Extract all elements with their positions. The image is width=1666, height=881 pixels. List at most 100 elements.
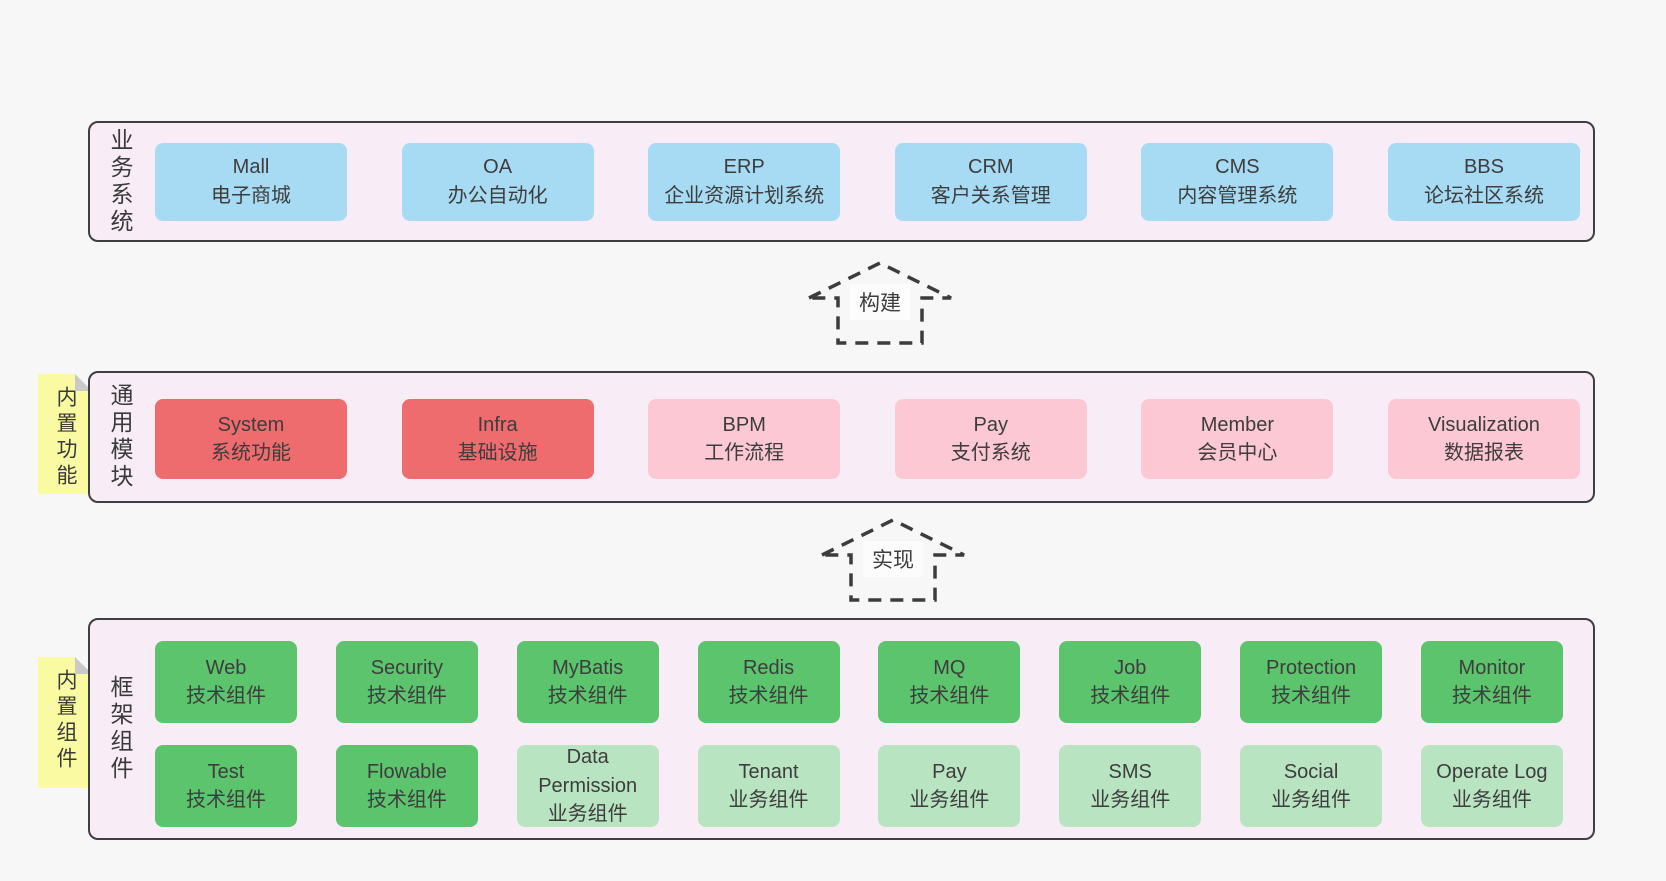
box-sms: SMS 业务组件 xyxy=(1059,745,1202,827)
box-title: Security xyxy=(370,656,443,679)
box-job: Job 技术组件 xyxy=(1059,641,1202,723)
box-subtitle: 技术组件 xyxy=(728,685,809,707)
box-mq: MQ 技术组件 xyxy=(878,641,1021,723)
box-title: BBS xyxy=(1463,156,1504,179)
box-subtitle: 基础设施 xyxy=(457,442,538,464)
arrow-implement-label: 实现 xyxy=(872,549,914,572)
box-crm: CRM 客户关系管理 xyxy=(894,142,1087,221)
box-bpm: BPM 工作流程 xyxy=(648,399,841,479)
box-title: Mall xyxy=(232,156,270,179)
box-subtitle: 客户关系管理 xyxy=(930,184,1051,207)
box-title: System xyxy=(217,413,285,436)
arrow-build-label: 构建 xyxy=(859,292,901,315)
box-cms: CMS 内容管理系统 xyxy=(1141,142,1334,221)
box-subtitle: 技术组件 xyxy=(186,789,266,811)
framework-box-row-1: Web 技术组件 Security 技术组件 MyBatis 技术组件 Redi… xyxy=(155,641,1563,723)
panel-label-framework-components: 框架组件 xyxy=(107,675,133,783)
arrow-implement: 实现 xyxy=(821,518,965,602)
panel-label-common-modules: 通用模块 xyxy=(107,383,133,491)
box-title: Tenant xyxy=(738,760,799,783)
box-subtitle: 业务组件 xyxy=(909,789,990,811)
box-visualization: Visualization 数据报表 xyxy=(1387,399,1580,479)
box-subtitle: 办公自动化 xyxy=(447,184,548,207)
box-protection: Protection 技术组件 xyxy=(1240,641,1383,723)
sticky-note-builtin-components-label: 内置组件 xyxy=(54,669,77,773)
box-system: System 系统功能 xyxy=(155,399,347,479)
box-redis: Redis 技术组件 xyxy=(697,641,840,723)
box-oa: OA 办公自动化 xyxy=(401,142,594,221)
panel-label-business-systems: 业务系统 xyxy=(107,127,133,236)
box-title: Monitor xyxy=(1458,656,1526,679)
box-subtitle: 技术组件 xyxy=(1271,685,1352,707)
box-subtitle: 企业资源计划系统 xyxy=(664,184,825,207)
box-subtitle: 数据报表 xyxy=(1443,442,1524,464)
box-title: Social xyxy=(1283,760,1339,783)
sticky-note-builtin-features-label: 内置功能 xyxy=(54,386,77,490)
box-data-permission: Data Permission 业务组件 xyxy=(516,745,659,827)
box-subtitle: 内容管理系统 xyxy=(1177,184,1298,207)
box-title: Web xyxy=(205,656,247,679)
box-title: Pay xyxy=(973,413,1009,436)
box-member: Member 会员中心 xyxy=(1141,399,1334,479)
framework-box-row-2: Test 技术组件 Flowable 技术组件 Data Permission … xyxy=(155,745,1563,827)
box-title: Test xyxy=(207,760,245,783)
arrow-build-outline xyxy=(808,261,952,345)
box-subtitle: 技术组件 xyxy=(186,685,266,707)
box-title: Protection xyxy=(1266,656,1357,679)
box-erp: ERP 企业资源计划系统 xyxy=(648,142,841,221)
box-title: Visualization xyxy=(1428,413,1540,436)
box-subtitle: 系统功能 xyxy=(211,442,291,464)
box-subtitle: 会员中心 xyxy=(1197,442,1278,464)
box-flowable: Flowable 技术组件 xyxy=(335,745,478,827)
box-pay-system: Pay 支付系统 xyxy=(894,399,1087,479)
box-title: Operate Log xyxy=(1436,760,1548,783)
panel-framework-components: 框架组件 Web 技术组件 Security 技术组件 MyBatis 技术组件… xyxy=(88,618,1595,840)
box-title: MyBatis xyxy=(552,656,624,679)
box-mybatis: MyBatis 技术组件 xyxy=(516,641,659,723)
box-subtitle: 工作流程 xyxy=(704,442,785,464)
box-title: Job xyxy=(1114,656,1147,679)
box-title: ERP xyxy=(723,156,765,179)
box-subtitle: 技术组件 xyxy=(547,685,628,707)
sticky-note-builtin-features: 内置功能 xyxy=(38,374,92,494)
box-subtitle: 业务组件 xyxy=(1271,789,1352,811)
box-pay-component: Pay 业务组件 xyxy=(878,745,1021,827)
box-mall: Mall 电子商城 xyxy=(155,142,347,221)
arrow-implement-label-bg xyxy=(863,541,923,577)
box-title: Member xyxy=(1200,413,1275,436)
panel-business-systems: 业务系统 Mall 电子商城 OA 办公自动化 ERP 企业资源计划系统 CRM… xyxy=(88,121,1595,242)
box-subtitle: 技术组件 xyxy=(366,789,447,811)
box-subtitle: 论坛社区系统 xyxy=(1423,184,1544,207)
box-subtitle: 业务组件 xyxy=(547,803,628,826)
box-title: SMS xyxy=(1108,760,1152,783)
modules-box-row: System 系统功能 Infra 基础设施 BPM 工作流程 Pay 支付系统… xyxy=(155,399,1580,479)
box-subtitle: 技术组件 xyxy=(1451,685,1532,707)
box-monitor: Monitor 技术组件 xyxy=(1420,641,1563,723)
box-social: Social 业务组件 xyxy=(1240,745,1383,827)
box-title: MQ xyxy=(933,656,966,679)
box-subtitle: 技术组件 xyxy=(909,685,990,707)
box-title: CMS xyxy=(1215,156,1260,179)
box-operate-log: Operate Log 业务组件 xyxy=(1420,745,1563,827)
panel-common-modules: 通用模块 System 系统功能 Infra 基础设施 BPM 工作流程 Pay… xyxy=(88,371,1595,503)
box-subtitle: 电子商城 xyxy=(211,184,291,207)
box-subtitle: 业务组件 xyxy=(1090,789,1171,811)
box-security: Security 技术组件 xyxy=(335,641,478,723)
box-subtitle: 技术组件 xyxy=(366,685,447,707)
arrow-implement-outline xyxy=(821,518,965,602)
box-title: CRM xyxy=(968,156,1014,179)
box-bbs: BBS 论坛社区系统 xyxy=(1387,142,1580,221)
box-title: Infra xyxy=(477,413,518,436)
box-title: Redis xyxy=(742,656,795,679)
box-title: OA xyxy=(483,156,513,179)
box-title: Pay xyxy=(932,760,967,783)
arrow-build: 构建 xyxy=(808,261,952,345)
arrow-build-label-bg xyxy=(850,284,910,320)
box-infra: Infra 基础设施 xyxy=(401,399,594,479)
box-title: BPM xyxy=(722,413,766,436)
sticky-note-builtin-components: 内置组件 xyxy=(38,657,92,788)
box-tenant: Tenant 业务组件 xyxy=(697,745,840,827)
box-subtitle: 业务组件 xyxy=(728,789,809,811)
box-subtitle: 支付系统 xyxy=(950,442,1031,464)
